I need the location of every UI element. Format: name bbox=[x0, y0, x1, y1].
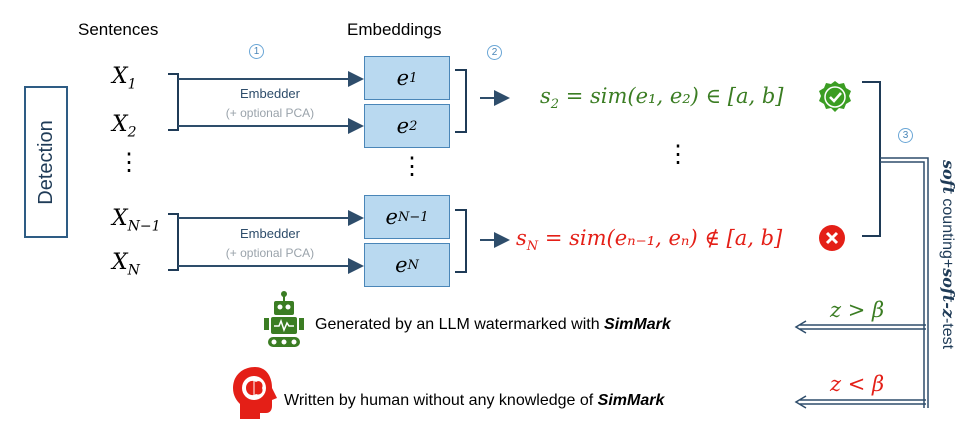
step-2-marker: 2 bbox=[487, 45, 502, 60]
detection-box: Detection bbox=[24, 86, 68, 238]
similarity-pass-formula: s2 = sim(e₁, e₂) ∈ [a, b] bbox=[540, 84, 784, 113]
step-3-marker: 3 bbox=[898, 128, 913, 143]
embedder-note-top: (+ optional PCA) bbox=[225, 106, 315, 120]
check-circle-icon bbox=[819, 81, 851, 112]
human-result-text: Written by human without any knowledge o… bbox=[284, 392, 665, 409]
sentence-n-minus-1: XN−1 bbox=[112, 206, 161, 235]
sentence-1: X1 bbox=[112, 64, 137, 93]
embeddings-header: Embeddings bbox=[347, 20, 442, 39]
embedding-ellipsis: ⋮ bbox=[400, 153, 424, 180]
robot-icon bbox=[264, 291, 304, 347]
llm-condition: z > β bbox=[830, 298, 885, 322]
detection-label: Detection bbox=[34, 119, 57, 205]
sentence-n: XN bbox=[112, 250, 140, 279]
human-brain-icon bbox=[233, 367, 277, 419]
sentence-2: X2 bbox=[112, 112, 137, 141]
embedder-note-bottom: (+ optional PCA) bbox=[225, 246, 315, 260]
soft-counting-label: soft counting+soft-z-test bbox=[939, 160, 958, 350]
llm-result-text: Generated by an LLM watermarked with Sim… bbox=[315, 316, 671, 333]
formula-ellipsis: ⋮ bbox=[666, 141, 690, 168]
step-1-marker: 1 bbox=[249, 44, 264, 59]
sentences-header: Sentences bbox=[78, 20, 159, 39]
embedder-label-bottom: Embedder bbox=[240, 226, 300, 241]
human-condition: z < β bbox=[830, 372, 885, 396]
cross-circle-icon bbox=[819, 225, 845, 251]
embedder-label-top: Embedder bbox=[240, 86, 300, 101]
similarity-fail-formula: sN = sim(eₙ₋₁, eₙ) ∉ [a, b] bbox=[516, 226, 783, 255]
sentence-ellipsis: ⋮ bbox=[117, 149, 141, 176]
